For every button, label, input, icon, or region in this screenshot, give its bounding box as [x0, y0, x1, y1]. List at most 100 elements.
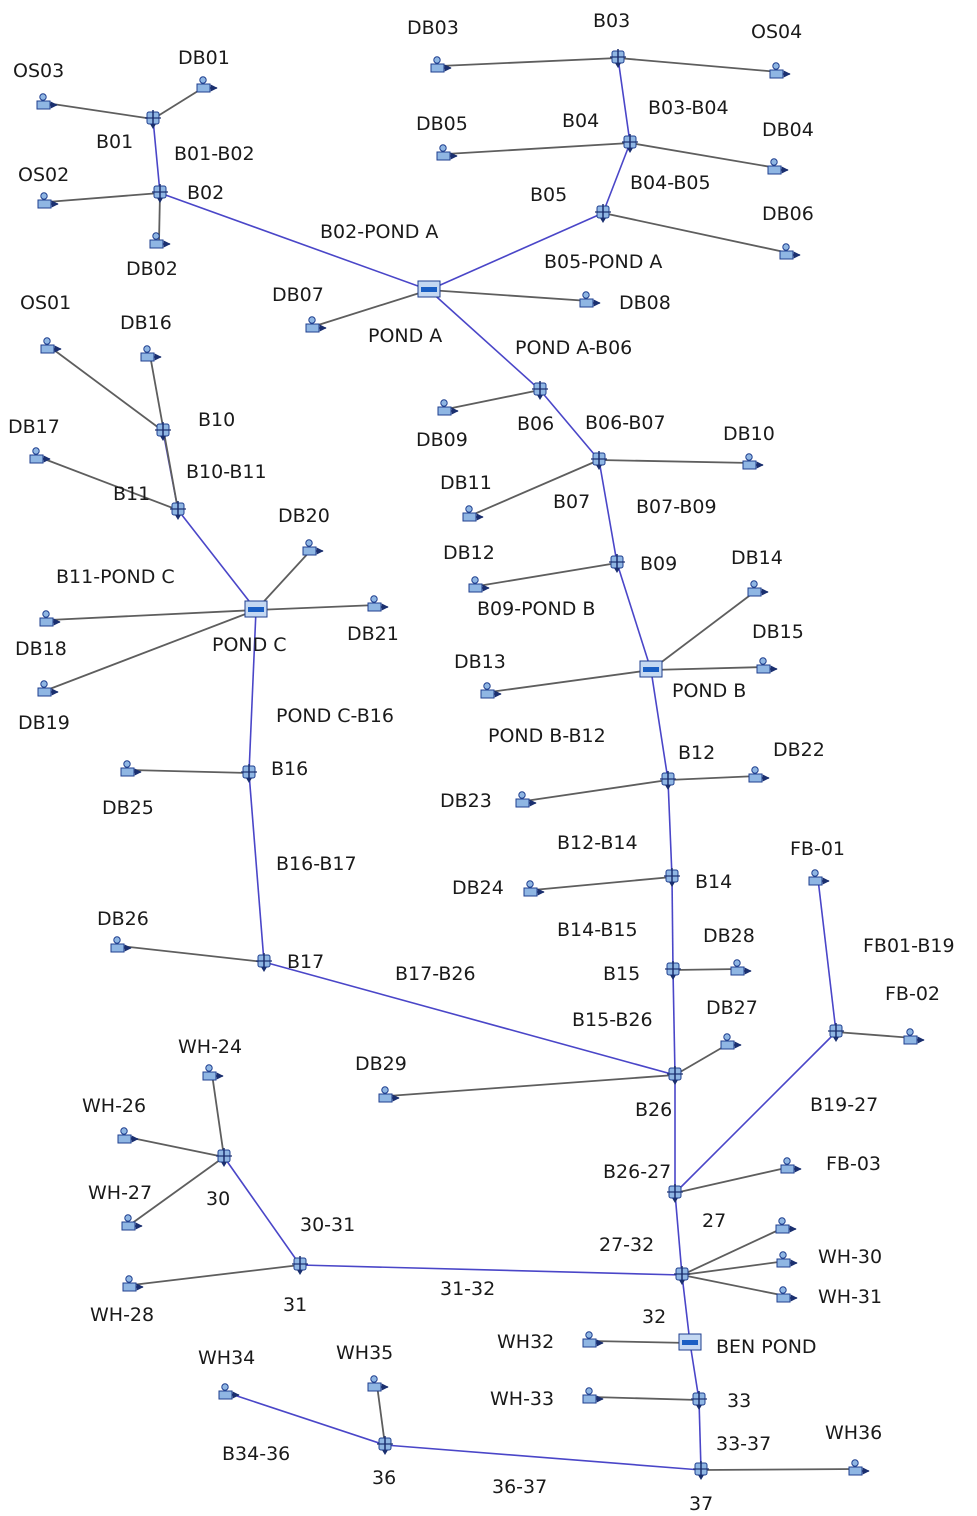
junction-node-icon[interactable]	[674, 1266, 690, 1285]
junction-node-icon[interactable]	[828, 1023, 844, 1042]
source-node-icon[interactable]	[579, 291, 601, 308]
junction-node-icon[interactable]	[256, 953, 272, 972]
link-n36-n37[interactable]	[384, 1444, 702, 1471]
source-node-icon[interactable]	[776, 1251, 798, 1268]
link-wh33-n33[interactable]	[591, 1396, 700, 1401]
source-node-icon[interactable]	[462, 505, 484, 522]
link-n31-n32[interactable]	[299, 1264, 683, 1276]
junction-node-icon[interactable]	[595, 204, 611, 223]
junction-node-icon[interactable]	[693, 1461, 709, 1480]
link-ponda-b06[interactable]	[428, 289, 541, 391]
link-os01-b10[interactable]	[49, 346, 164, 432]
junction-node-icon[interactable]	[152, 184, 168, 203]
link-n27-fb03[interactable]	[674, 1166, 791, 1194]
source-node-icon[interactable]	[302, 539, 324, 556]
link-wh32-benpond[interactable]	[591, 1340, 691, 1344]
junction-node-icon[interactable]	[622, 134, 638, 153]
link-b19-fb02[interactable]	[835, 1031, 914, 1039]
junction-node-icon[interactable]	[691, 1391, 707, 1410]
link-db07-ponda[interactable]	[314, 289, 430, 327]
source-node-icon[interactable]	[39, 610, 61, 627]
link-db12-b09[interactable]	[477, 562, 618, 587]
link-b03-os04[interactable]	[617, 57, 780, 73]
source-node-icon[interactable]	[730, 959, 752, 976]
source-node-icon[interactable]	[29, 447, 51, 464]
link-db29-b26[interactable]	[387, 1074, 676, 1097]
pond-node-icon[interactable]	[244, 600, 268, 618]
junction-node-icon[interactable]	[145, 110, 161, 129]
source-node-icon[interactable]	[767, 158, 789, 175]
source-node-icon[interactable]	[437, 399, 459, 416]
link-b05-db06[interactable]	[602, 212, 790, 254]
link-ponda-db08[interactable]	[428, 289, 590, 302]
source-node-icon[interactable]	[37, 192, 59, 209]
source-node-icon[interactable]	[40, 337, 62, 354]
link-db03-b03[interactable]	[439, 57, 619, 67]
source-node-icon[interactable]	[110, 936, 132, 953]
source-node-icon[interactable]	[367, 1375, 389, 1392]
link-n32-wh31[interactable]	[681, 1274, 787, 1297]
link-db19-pondc[interactable]	[46, 609, 257, 691]
source-node-icon[interactable]	[776, 1286, 798, 1303]
link-db18-pondc[interactable]	[48, 609, 257, 621]
source-node-icon[interactable]	[196, 76, 218, 93]
junction-node-icon[interactable]	[664, 868, 680, 887]
source-node-icon[interactable]	[140, 345, 162, 362]
source-node-icon[interactable]	[121, 1214, 143, 1231]
source-node-icon[interactable]	[430, 56, 452, 73]
link-b09-pondb[interactable]	[616, 562, 652, 671]
source-node-icon[interactable]	[120, 760, 142, 777]
junction-node-icon[interactable]	[241, 764, 257, 783]
source-node-icon[interactable]	[305, 316, 327, 333]
link-b04-db04[interactable]	[629, 142, 778, 169]
junction-node-icon[interactable]	[170, 501, 186, 520]
link-wh24-n30[interactable]	[211, 1073, 225, 1158]
junction-node-icon[interactable]	[377, 1436, 393, 1455]
link-b07-db10[interactable]	[598, 459, 753, 464]
link-db23-b12[interactable]	[524, 779, 669, 802]
junction-node-icon[interactable]	[591, 451, 607, 470]
link-os02-b02[interactable]	[46, 192, 161, 203]
source-node-icon[interactable]	[756, 657, 778, 674]
source-node-icon[interactable]	[480, 682, 502, 699]
source-node-icon[interactable]	[117, 1127, 139, 1144]
link-wh28-n31[interactable]	[131, 1264, 301, 1286]
link-pondb-db15[interactable]	[650, 666, 767, 671]
link-db25-b16[interactable]	[129, 769, 250, 774]
link-b04-b05[interactable]	[602, 142, 631, 214]
link-b12-db22[interactable]	[667, 775, 759, 781]
source-node-icon[interactable]	[122, 1275, 144, 1292]
source-node-icon[interactable]	[202, 1064, 224, 1081]
link-b17-b26[interactable]	[263, 961, 676, 1076]
pond-node-icon[interactable]	[639, 660, 663, 678]
link-b06-b07[interactable]	[539, 389, 600, 461]
source-node-icon[interactable]	[742, 453, 764, 470]
link-db26-b17[interactable]	[119, 945, 265, 963]
pond-node-icon[interactable]	[678, 1333, 702, 1351]
source-node-icon[interactable]	[218, 1383, 240, 1400]
link-b19-n27[interactable]	[674, 1031, 837, 1194]
link-benpond-n33[interactable]	[689, 1342, 700, 1401]
junction-node-icon[interactable]	[155, 422, 171, 441]
link-b14-b15[interactable]	[671, 876, 674, 971]
link-n32-benpond[interactable]	[681, 1274, 691, 1344]
link-n37-wh36[interactable]	[700, 1468, 859, 1471]
link-fb01-b19[interactable]	[817, 878, 837, 1033]
link-db13-pondb[interactable]	[489, 669, 652, 693]
source-node-icon[interactable]	[720, 1033, 742, 1050]
link-wh27-n30[interactable]	[130, 1156, 225, 1225]
link-b01-b02[interactable]	[152, 118, 161, 194]
link-db05-b04[interactable]	[445, 142, 631, 155]
link-n32-wh29[interactable]	[681, 1226, 786, 1276]
pond-node-icon[interactable]	[417, 280, 441, 298]
link-pondc-db20[interactable]	[255, 548, 313, 611]
link-pondc-b16[interactable]	[248, 609, 257, 774]
link-wh34-n36[interactable]	[227, 1392, 386, 1446]
link-pondb-b12[interactable]	[650, 669, 669, 781]
link-wh26-n30[interactable]	[126, 1136, 225, 1158]
junction-node-icon[interactable]	[610, 49, 626, 68]
junction-node-icon[interactable]	[609, 554, 625, 573]
junction-node-icon[interactable]	[660, 771, 676, 790]
source-node-icon[interactable]	[468, 576, 490, 593]
link-db11-b07[interactable]	[471, 459, 600, 516]
